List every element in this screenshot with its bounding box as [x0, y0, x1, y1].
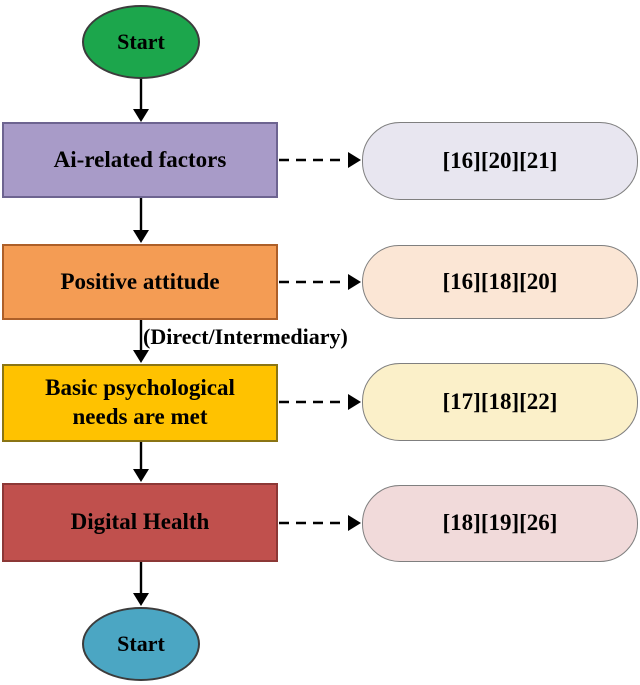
refs-label: [17][18][22] [442, 388, 558, 414]
node-label: Basic psychological needs are met [45, 375, 235, 429]
refs-label: [16][20][21] [442, 147, 558, 173]
dashed-arrow-ai-refs [279, 152, 361, 168]
dashed-arrow-health-refs [279, 515, 361, 531]
refs-ai-related-factors: [16][20][21] [362, 122, 638, 200]
arrow-needs-to-health [133, 442, 149, 482]
start-top-label: Start [117, 29, 165, 55]
refs-label: [18][19][26] [442, 510, 558, 536]
dashed-arrow-needs-refs [279, 394, 361, 410]
node-label: Ai-related factors [53, 146, 227, 172]
refs-label: [16][18][20] [442, 268, 558, 294]
refs-digital-health: [18][19][26] [362, 485, 638, 562]
node-ai-related-factors: Ai-related factors [2, 122, 278, 198]
node-label: Positive attitude [60, 268, 220, 294]
start-node-top: Start [82, 5, 200, 79]
edge-label-direct-intermediary: (Direct/Intermediary) [143, 324, 348, 349]
node-basic-psychological-needs: Basic psychological needs are met [2, 364, 278, 442]
refs-basic-psychological-needs: [17][18][22] [362, 363, 638, 441]
arrow-start-to-ai [133, 78, 149, 122]
refs-positive-attitude: [16][18][20] [362, 245, 638, 319]
node-digital-health: Digital Health [2, 483, 278, 562]
start-bottom-label: Start [117, 631, 165, 657]
node-label: Digital Health [70, 509, 210, 535]
start-node-bottom: Start [82, 607, 200, 681]
arrow-health-to-end [133, 562, 149, 606]
arrow-ai-to-attitude [133, 198, 149, 243]
dashed-arrow-attitude-refs [279, 274, 361, 290]
node-positive-attitude: Positive attitude [2, 244, 278, 320]
